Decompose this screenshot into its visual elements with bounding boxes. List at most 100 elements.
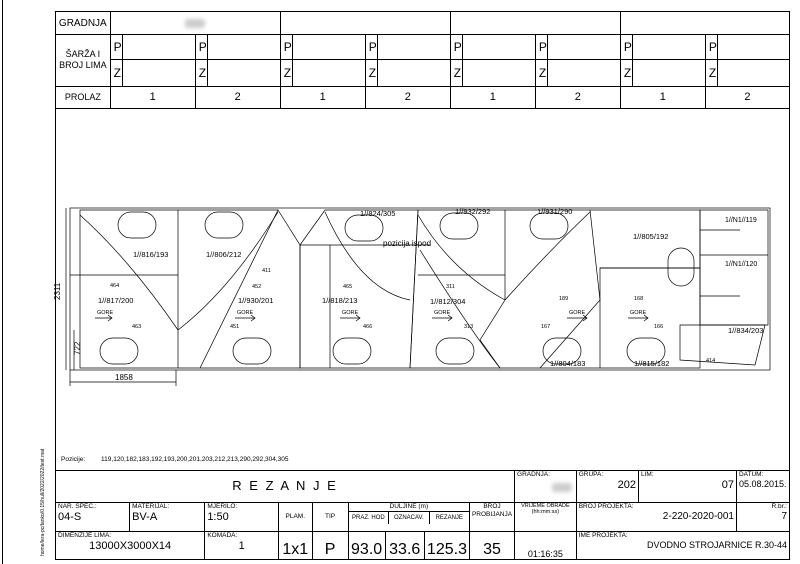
p-mark: P xyxy=(109,34,123,61)
grupa-value: 202 xyxy=(617,479,637,491)
p-cell[interactable] xyxy=(121,34,196,61)
mjerilo-cell: MJERILO: 1:50 xyxy=(204,501,280,532)
nar-spec-label: NAR. SPEC.: xyxy=(58,502,97,510)
part-label: 1//834/203 xyxy=(728,326,763,335)
cut-line xyxy=(417,214,506,301)
pozicije-label: Pozicije: xyxy=(61,456,86,463)
part-outline xyxy=(409,209,506,369)
part-outline xyxy=(699,209,769,326)
cutout-hole xyxy=(529,212,569,240)
p-cell[interactable] xyxy=(546,34,621,61)
dimension-label: 311 xyxy=(446,284,455,290)
cutout-hole xyxy=(344,214,384,242)
komada-label: KOMADA: xyxy=(207,531,238,539)
dimension-label: 313 xyxy=(464,324,473,330)
cutout-hole xyxy=(204,211,244,239)
document-title: R E Z A N J E xyxy=(232,478,338,494)
part-label: 1//817/200 xyxy=(98,296,133,305)
broj-prob-value: 35 xyxy=(468,530,516,561)
z-cell[interactable] xyxy=(461,59,536,87)
part-label: 1//N1//119 xyxy=(725,217,757,224)
oznacav-value: 33.6 xyxy=(384,530,425,561)
part-outline xyxy=(679,324,766,366)
dimension-label: 414 xyxy=(706,358,715,364)
dimension-label: 463 xyxy=(132,324,141,330)
z-cell[interactable] xyxy=(717,59,790,87)
gradnja-cell-3 xyxy=(449,10,621,36)
z-cell[interactable] xyxy=(376,59,451,87)
lim-label: LIM: xyxy=(641,471,654,478)
part-label: 1//930/201 xyxy=(238,296,273,305)
gore-arrow xyxy=(95,314,113,322)
nar-spec-value: 04-S xyxy=(58,510,82,523)
part-label: 1//816/193 xyxy=(133,250,168,259)
rbr-cell: R.br.: 7 xyxy=(735,501,791,532)
dimension-label: 465 xyxy=(343,284,352,290)
prolaz-value: 1 xyxy=(109,85,196,110)
z-mark: Z xyxy=(449,59,463,87)
dimension-label: 168 xyxy=(634,296,643,302)
cut-line xyxy=(419,249,501,369)
gore-label: GORE xyxy=(434,310,451,316)
pozicije-value: 119,120,182,183,192,193,200,201,203,212,… xyxy=(101,456,289,463)
gore-arrow xyxy=(235,314,256,322)
dimension-label: 166 xyxy=(654,324,663,330)
tip-value: P xyxy=(311,530,349,561)
komada-cell: KOMADA: 1 xyxy=(204,530,280,561)
cut-line xyxy=(504,211,591,301)
part-label: 1//804/183 xyxy=(550,359,585,368)
prolaz-value: 2 xyxy=(194,85,281,110)
part-label: 1//812/304 xyxy=(430,297,465,306)
gradnja-cell-2 xyxy=(279,10,451,36)
z-cell[interactable] xyxy=(121,59,196,87)
cutout-hole xyxy=(667,247,695,287)
cutout-hole xyxy=(99,337,139,365)
cut-line xyxy=(177,211,279,331)
dimension-label: 722 xyxy=(73,341,82,355)
duljine-header: DULJINE (m) PRAZ. HOD OZNACAV. REZANJE xyxy=(347,501,470,532)
cutout-hole xyxy=(542,337,582,365)
part-outline xyxy=(200,209,301,369)
part-label: 1//N1//120 xyxy=(725,261,757,268)
part-outline xyxy=(540,209,701,369)
pozicije-line: Pozicije: 119,120,182,183,192,193,200,20… xyxy=(61,456,289,463)
plam-value: 1x1 xyxy=(278,530,313,561)
part-label: 1//824/305 xyxy=(360,209,395,218)
part-label: 1//931/290 xyxy=(537,207,572,216)
dimension-label: 189 xyxy=(559,296,568,302)
z-mark: Z xyxy=(364,59,378,87)
rbr-value: 7 xyxy=(781,510,787,522)
datum-label: DATUM: xyxy=(738,471,764,478)
oznacav-header: OZNACAV. xyxy=(388,511,428,524)
cut-line xyxy=(324,211,411,301)
part-outline xyxy=(178,209,279,369)
gore-label: GORE xyxy=(569,310,586,316)
p-cell[interactable] xyxy=(291,34,366,61)
gore-label: GORE xyxy=(97,310,114,316)
dimension-label: 466 xyxy=(363,324,372,330)
dimension-label: 1858 xyxy=(115,373,133,382)
tip-header: TIP xyxy=(311,501,349,532)
nar-spec-cell: NAR. SPEC.: 04-S xyxy=(54,501,131,532)
dimension-label: 452 xyxy=(252,284,261,290)
gradnja-cell: GRADNJA: xyxy=(514,470,577,503)
p-mark: P xyxy=(619,34,634,61)
gore-arrow xyxy=(340,314,361,322)
prazhod-value: 93.0 xyxy=(347,530,386,561)
prolaz-value: 2 xyxy=(704,85,791,110)
broj-projekta-label: BROJ PROJEKTA: xyxy=(578,502,634,510)
plate-outline xyxy=(69,207,771,371)
z-mark: Z xyxy=(109,59,123,87)
part-outline xyxy=(79,209,179,369)
gore-label: GORE xyxy=(342,310,359,316)
batch-header-table: GRADNJA ŠARŽA I BROJ LIMA P P P P P P P … xyxy=(55,10,791,110)
gradnja-label: GRADNJA: xyxy=(517,471,550,478)
dimenzije-cell: DIMENZIJE LIMA: 13000X3000X14 xyxy=(54,530,206,561)
dimenzije-label: DIMENZIJE LIMA: xyxy=(58,531,112,539)
nesting-drawing: 2311 722 1858 pozicija ispod 1//824/305 … xyxy=(53,207,771,386)
dimenzije-value: 13000X3000X14 xyxy=(89,539,172,552)
part-label: 1//815/182 xyxy=(634,359,669,368)
vrijeme-value: 01:16:35 xyxy=(514,530,577,561)
gore-label: GORE xyxy=(630,310,647,316)
dimension-label: 411 xyxy=(262,268,271,274)
